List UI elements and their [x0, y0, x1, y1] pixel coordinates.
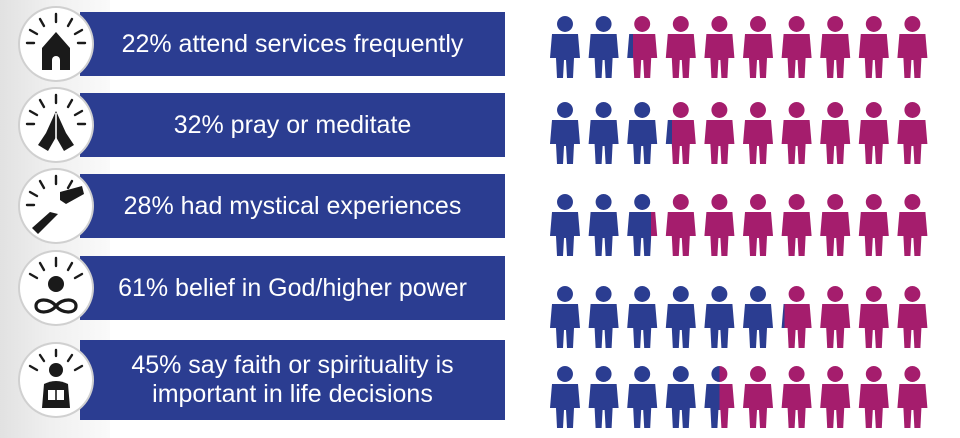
- person-figure: [665, 102, 696, 164]
- infinity-icon: [20, 252, 92, 324]
- person-pictogram-chart: [550, 16, 928, 78]
- person-pictogram-chart: [550, 102, 928, 164]
- person-figure: [897, 286, 928, 348]
- person-figure: [550, 102, 580, 164]
- stat-row-decisions: 45% say faith or spirituality is importa…: [0, 340, 515, 420]
- stat-row-pray: 32% pray or meditate: [0, 89, 515, 161]
- person-figure: [627, 194, 658, 256]
- person-figure: [627, 366, 658, 428]
- person-figure: [820, 286, 851, 348]
- person-figure: [704, 102, 735, 164]
- stat-label: 61% belief in God/higher power: [80, 256, 505, 320]
- person-figure: [588, 366, 619, 428]
- person-figure: [781, 194, 812, 256]
- person-figure: [743, 16, 773, 78]
- stat-label: 45% say faith or spirituality is importa…: [80, 340, 505, 420]
- person-figure: [897, 16, 928, 78]
- person-pictogram-chart: [550, 366, 928, 428]
- person-figure: [897, 366, 928, 428]
- person-figure: [704, 366, 735, 428]
- person-figure: [588, 102, 619, 164]
- person-figure: [550, 16, 580, 78]
- person-figure: [897, 194, 928, 256]
- person-figure: [588, 286, 619, 348]
- person-figure: [820, 366, 851, 428]
- pictogram-row-decisions: [546, 362, 946, 430]
- person-figure: [743, 286, 773, 348]
- person-figure: [550, 194, 580, 256]
- person-figure: [743, 102, 773, 164]
- person-figure: [665, 286, 696, 348]
- person-figure: [588, 16, 619, 78]
- pictogram-row-services: [546, 12, 946, 80]
- person-figure: [665, 194, 696, 256]
- person-figure: [781, 366, 812, 428]
- stat-row-belief: 61% belief in God/higher power: [0, 252, 515, 324]
- person-figure: [704, 194, 735, 256]
- person-figure: [550, 366, 580, 428]
- person-figure: [627, 102, 658, 164]
- person-figure: [781, 102, 812, 164]
- person-figure: [665, 366, 696, 428]
- person-figure: [704, 16, 735, 78]
- person-pictogram-chart: [550, 194, 928, 256]
- pictogram-row-pray: [546, 98, 946, 166]
- person-with-book-icon: [20, 344, 92, 416]
- person-figure: [550, 286, 580, 348]
- pictogram-row-belief: [546, 282, 946, 350]
- stat-label: 22% attend services frequently: [80, 12, 505, 76]
- reaching-hands-icon: [20, 170, 92, 242]
- person-figure: [858, 366, 889, 428]
- person-figure: [858, 16, 889, 78]
- person-figure: [820, 16, 851, 78]
- praying-hands-icon: [20, 89, 92, 161]
- person-figure: [665, 16, 696, 78]
- person-figure: [858, 102, 889, 164]
- person-figure: [781, 286, 812, 348]
- person-figure: [588, 194, 619, 256]
- person-figure: [743, 194, 773, 256]
- person-figure: [820, 194, 851, 256]
- stat-label: 32% pray or meditate: [80, 93, 505, 157]
- person-figure: [704, 286, 735, 348]
- person-figure: [627, 286, 658, 348]
- person-figure: [820, 102, 851, 164]
- stat-row-services: 22% attend services frequently: [0, 8, 515, 80]
- person-figure: [897, 102, 928, 164]
- pictogram-row-mystical: [546, 190, 946, 258]
- person-figure: [743, 366, 773, 428]
- stat-label: 28% had mystical experiences: [80, 174, 505, 238]
- person-figure: [858, 194, 889, 256]
- stat-row-mystical: 28% had mystical experiences: [0, 170, 515, 242]
- person-figure: [781, 16, 812, 78]
- church-icon: [20, 8, 92, 80]
- person-pictogram-chart: [550, 286, 928, 348]
- person-figure: [627, 16, 658, 78]
- person-figure: [858, 286, 889, 348]
